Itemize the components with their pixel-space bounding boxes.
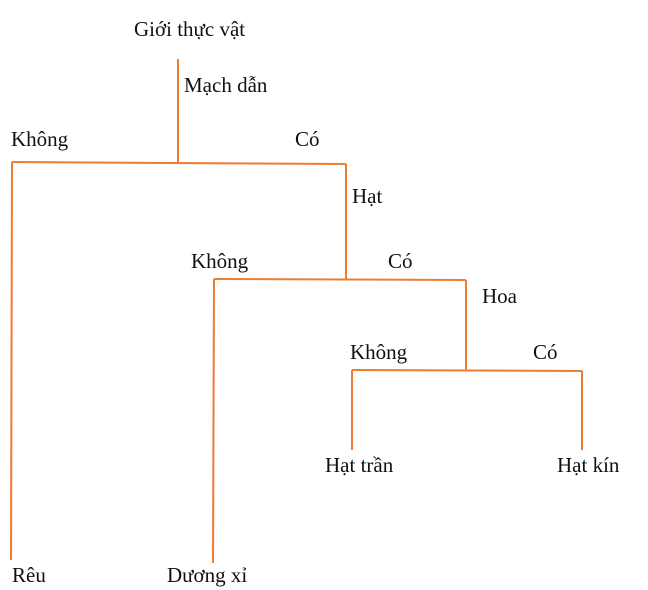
level2-yes-label: Có bbox=[388, 249, 413, 273]
level1-criterion: Mạch dẫn bbox=[184, 73, 268, 97]
level1-no-label: Không bbox=[11, 127, 69, 151]
leaf-duong-xi: Dương xỉ bbox=[167, 563, 247, 587]
level1-yes-label: Có bbox=[295, 127, 320, 151]
level2-no-branch bbox=[212, 278, 215, 564]
level3-no-label: Không bbox=[350, 340, 408, 364]
level1-bar bbox=[11, 161, 347, 165]
level3-yes-label: Có bbox=[533, 340, 558, 364]
level3-bar bbox=[351, 369, 583, 372]
leaf-reu: Rêu bbox=[12, 563, 46, 587]
level2-no-label: Không bbox=[191, 249, 249, 273]
leaf-hat-kin: Hạt kín bbox=[557, 453, 620, 477]
level2-bar bbox=[213, 278, 467, 281]
tree-lines bbox=[10, 59, 583, 564]
level3-criterion: Hoa bbox=[482, 284, 518, 308]
level2-criterion: Hạt bbox=[352, 184, 382, 208]
leaf-hat-tran: Hạt trần bbox=[325, 453, 394, 477]
root-title: Giới thực vật bbox=[134, 17, 245, 41]
level1-no-branch bbox=[10, 161, 13, 561]
